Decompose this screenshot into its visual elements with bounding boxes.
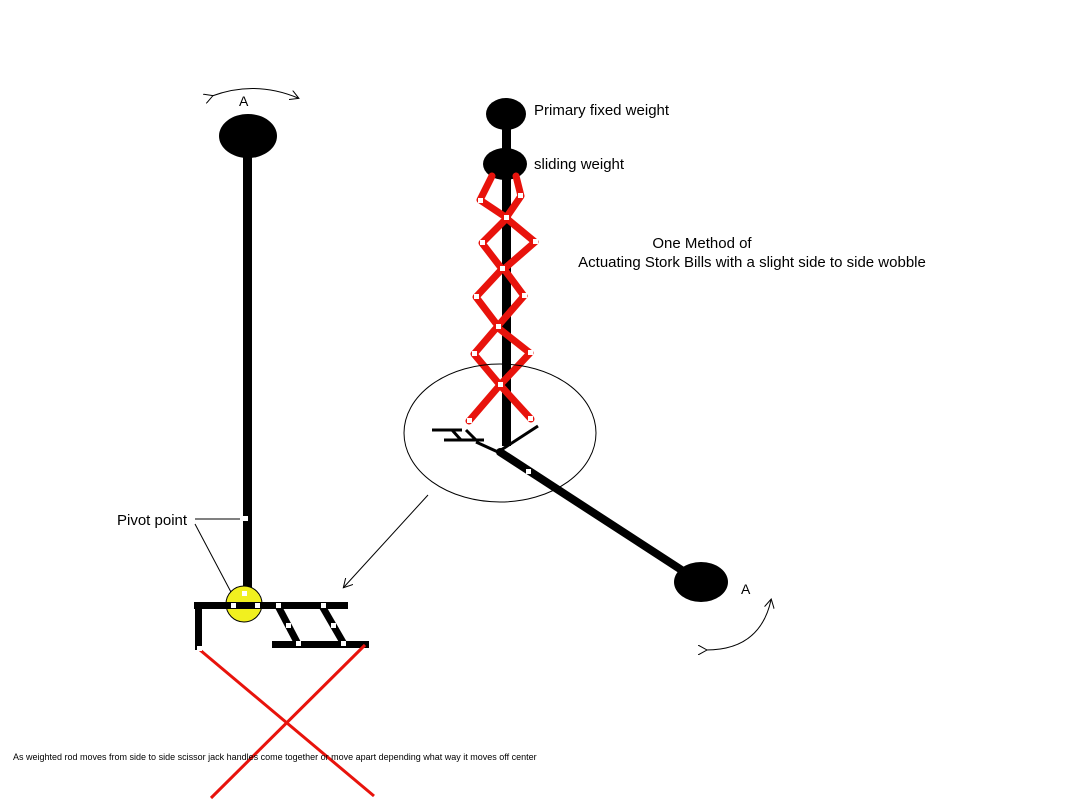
- primary-fixed-weight: [486, 98, 526, 130]
- tilted-rod-right: [496, 448, 704, 586]
- caption: As weighted rod moves from side to side …: [13, 752, 537, 762]
- stork-bill-scissor: [465, 172, 539, 425]
- joints-left: [197, 516, 346, 651]
- scissor-arm-2: [209, 643, 367, 800]
- detail-jack-linkage: [432, 424, 539, 454]
- label-pivot-point: Pivot point: [117, 512, 188, 529]
- label-a-right: A: [741, 581, 751, 597]
- weighted-rod-right: [502, 112, 511, 446]
- label-primary-fixed-weight: Primary fixed weight: [534, 102, 670, 119]
- left-assembly: A Pivot point: [117, 88, 429, 800]
- joints-right: [467, 193, 538, 423]
- pivot-leader-lines: [194, 518, 240, 595]
- detail-ellipse: [403, 363, 597, 503]
- left-leg: [195, 604, 202, 650]
- lower-bar: [272, 641, 369, 648]
- label-sliding-weight: sliding weight: [534, 156, 625, 173]
- top-weight-left: [219, 114, 277, 158]
- weighted-rod-left: [243, 150, 252, 602]
- swing-arrow-left: [212, 88, 298, 98]
- title-line-2: Actuating Stork Bills with a slight side…: [578, 254, 926, 271]
- swing-arrow-right: [706, 600, 771, 650]
- label-a-left: A: [239, 93, 249, 109]
- sliding-weight: [483, 148, 527, 180]
- upper-bar: [194, 602, 348, 609]
- bottom-weight-right: [674, 562, 728, 602]
- title-line-1: One Method of: [652, 235, 752, 252]
- tilted-rod-joint: [526, 469, 531, 474]
- right-assembly: Primary fixed weight sliding weight One …: [403, 98, 926, 650]
- detail-arrow: [344, 494, 429, 587]
